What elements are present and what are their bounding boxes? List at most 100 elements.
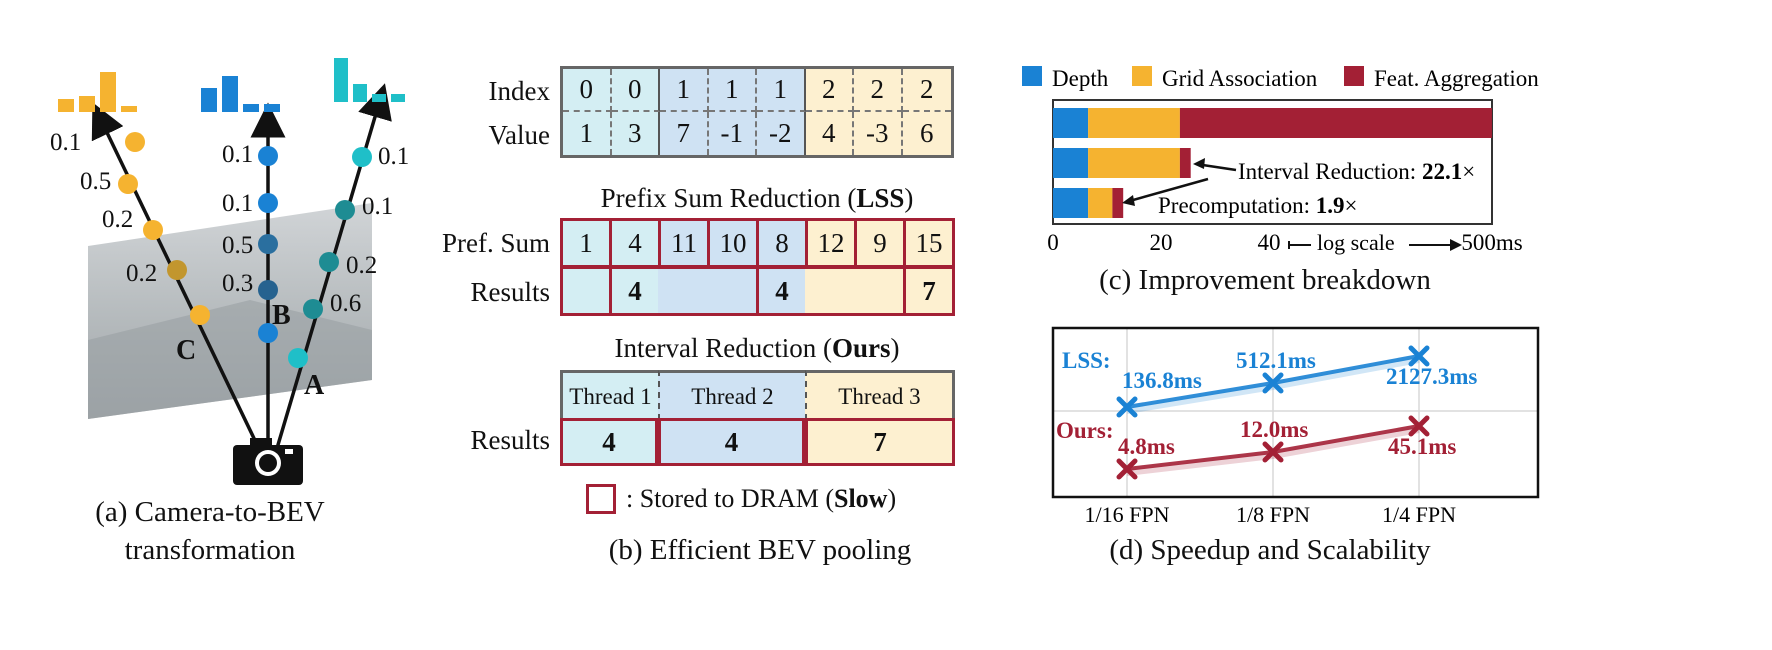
image-plane-road xyxy=(88,300,372,419)
lss-result-cell xyxy=(560,266,612,316)
data-label: 45.1ms xyxy=(1388,434,1456,459)
lss-result-cell: 4 xyxy=(756,266,808,316)
index-cell: 1 xyxy=(660,69,709,112)
prefsum-cell: 11 xyxy=(658,218,710,268)
value-cell: 4 xyxy=(805,112,854,155)
ray-c-label: C xyxy=(176,335,197,366)
ours-results-row-label: Results xyxy=(470,425,550,455)
prefsum-row-label: Pref. Sum xyxy=(442,228,550,258)
x-tick-label: 40 xyxy=(1258,230,1281,255)
ours-title: Interval Reduction (Ours) xyxy=(614,333,900,363)
dram-legend-text: : Stored to DRAM (Slow) xyxy=(626,484,897,513)
thread-cell: Thread 2 xyxy=(658,370,805,420)
ray-a-label: A xyxy=(304,370,325,401)
annotation-arrowhead xyxy=(1122,195,1135,206)
x-tick-label: 1/16 FPN xyxy=(1085,502,1170,527)
ray-b-label: B xyxy=(272,300,291,331)
ray-b-point xyxy=(258,323,278,343)
x-tick-label: 20 xyxy=(1150,230,1173,255)
ray-c-prob: 0.2 xyxy=(126,260,158,287)
lss-result-cell xyxy=(707,266,759,316)
ray-b-point xyxy=(258,193,278,213)
x-tick-label: 1/4 FPN xyxy=(1382,502,1456,527)
ours-result-cell: 4 xyxy=(658,418,805,466)
lss-result-cell: 4 xyxy=(609,266,661,316)
lss-result-cell xyxy=(658,266,710,316)
legend-entry: Grid Association xyxy=(1162,66,1318,91)
legend-entry: Feat. Aggregation xyxy=(1374,66,1539,91)
prefsum-cell: 9 xyxy=(854,218,906,268)
series-name: LSS: xyxy=(1062,348,1111,373)
ray-c-prob: 0.1 xyxy=(50,129,82,156)
bar-segment xyxy=(1179,148,1191,178)
series-name: Ours: xyxy=(1056,418,1114,443)
prefsum-cell: 15 xyxy=(903,218,955,268)
ray-c-prob: 0.5 xyxy=(80,168,112,195)
data-point-marker xyxy=(1116,396,1138,418)
ours-result-cell: 4 xyxy=(560,418,658,466)
index-cell: 0 xyxy=(563,69,612,112)
ray-b-point xyxy=(258,146,278,166)
ray-a-point xyxy=(303,299,323,319)
ray-a-prob: 0.2 xyxy=(346,252,378,279)
value-cell: -3 xyxy=(854,112,903,155)
index-cell: 2 xyxy=(854,69,903,112)
ours-result-cell: 7 xyxy=(805,418,955,466)
chart-frame xyxy=(1051,326,1540,499)
prefsum-cell: 4 xyxy=(609,218,661,268)
panel-c-caption: (c) Improvement breakdown xyxy=(1099,264,1431,296)
dram-legend-box xyxy=(586,484,616,514)
x-tick-label: 1/8 FPN xyxy=(1236,502,1310,527)
value-cell: 7 xyxy=(660,112,709,155)
ray-c-point xyxy=(167,260,187,280)
histogram-c xyxy=(58,72,137,112)
log-scale-arrowhead xyxy=(1450,239,1462,251)
data-label: 12.0ms xyxy=(1240,417,1308,442)
ray-c-point xyxy=(143,220,163,240)
ray-a-point xyxy=(288,348,308,368)
bar-segment xyxy=(1088,108,1180,138)
ray-a-point xyxy=(352,147,372,167)
panel-a-caption-line2: transformation xyxy=(124,534,296,566)
index-cell: 2 xyxy=(902,69,951,112)
data-label: 136.8ms xyxy=(1122,368,1202,393)
annotation-arrow xyxy=(1125,177,1209,204)
index-cell: 2 xyxy=(805,69,854,112)
x-axis-label: log scale xyxy=(1317,230,1395,255)
ray-a-prob: 0.1 xyxy=(362,193,394,220)
panel-b-caption: (b) Efficient BEV pooling xyxy=(608,534,912,566)
value-cell: 3 xyxy=(611,112,660,155)
ray-b-prob: 0.1 xyxy=(222,141,254,168)
bar-segment xyxy=(1053,108,1089,138)
ray-a-prob: 0.1 xyxy=(378,143,410,170)
legend-swatch xyxy=(1344,66,1364,86)
value-cell: 6 xyxy=(902,112,951,155)
prefsum-cell: 12 xyxy=(805,218,857,268)
data-label: 512.1ms xyxy=(1236,348,1316,373)
ray-b-prob: 0.1 xyxy=(222,190,254,217)
value-cell: -1 xyxy=(708,112,757,155)
ray-c-prob: 0.2 xyxy=(102,206,134,233)
lss-title: Prefix Sum Reduction (LSS) xyxy=(600,183,914,213)
ray-c-point xyxy=(118,174,138,194)
x-tick-label: 0 xyxy=(1047,230,1059,255)
value-cell: -2 xyxy=(757,112,806,155)
data-label: 4.8ms xyxy=(1118,434,1175,459)
annotation-arrowhead xyxy=(1193,158,1205,169)
ray-c-point xyxy=(125,132,145,152)
annotation-precomputation: Precomputation: 1.9× xyxy=(1158,193,1358,218)
data-point-marker xyxy=(1408,415,1430,437)
histogram-a xyxy=(334,58,405,102)
histogram-b xyxy=(201,76,280,112)
ray-b-prob: 0.3 xyxy=(222,270,254,297)
bar-segment xyxy=(1053,188,1089,218)
camera-icon xyxy=(233,438,303,485)
prefsum-cell: 10 xyxy=(707,218,759,268)
data-label: 2127.3ms xyxy=(1386,364,1477,389)
